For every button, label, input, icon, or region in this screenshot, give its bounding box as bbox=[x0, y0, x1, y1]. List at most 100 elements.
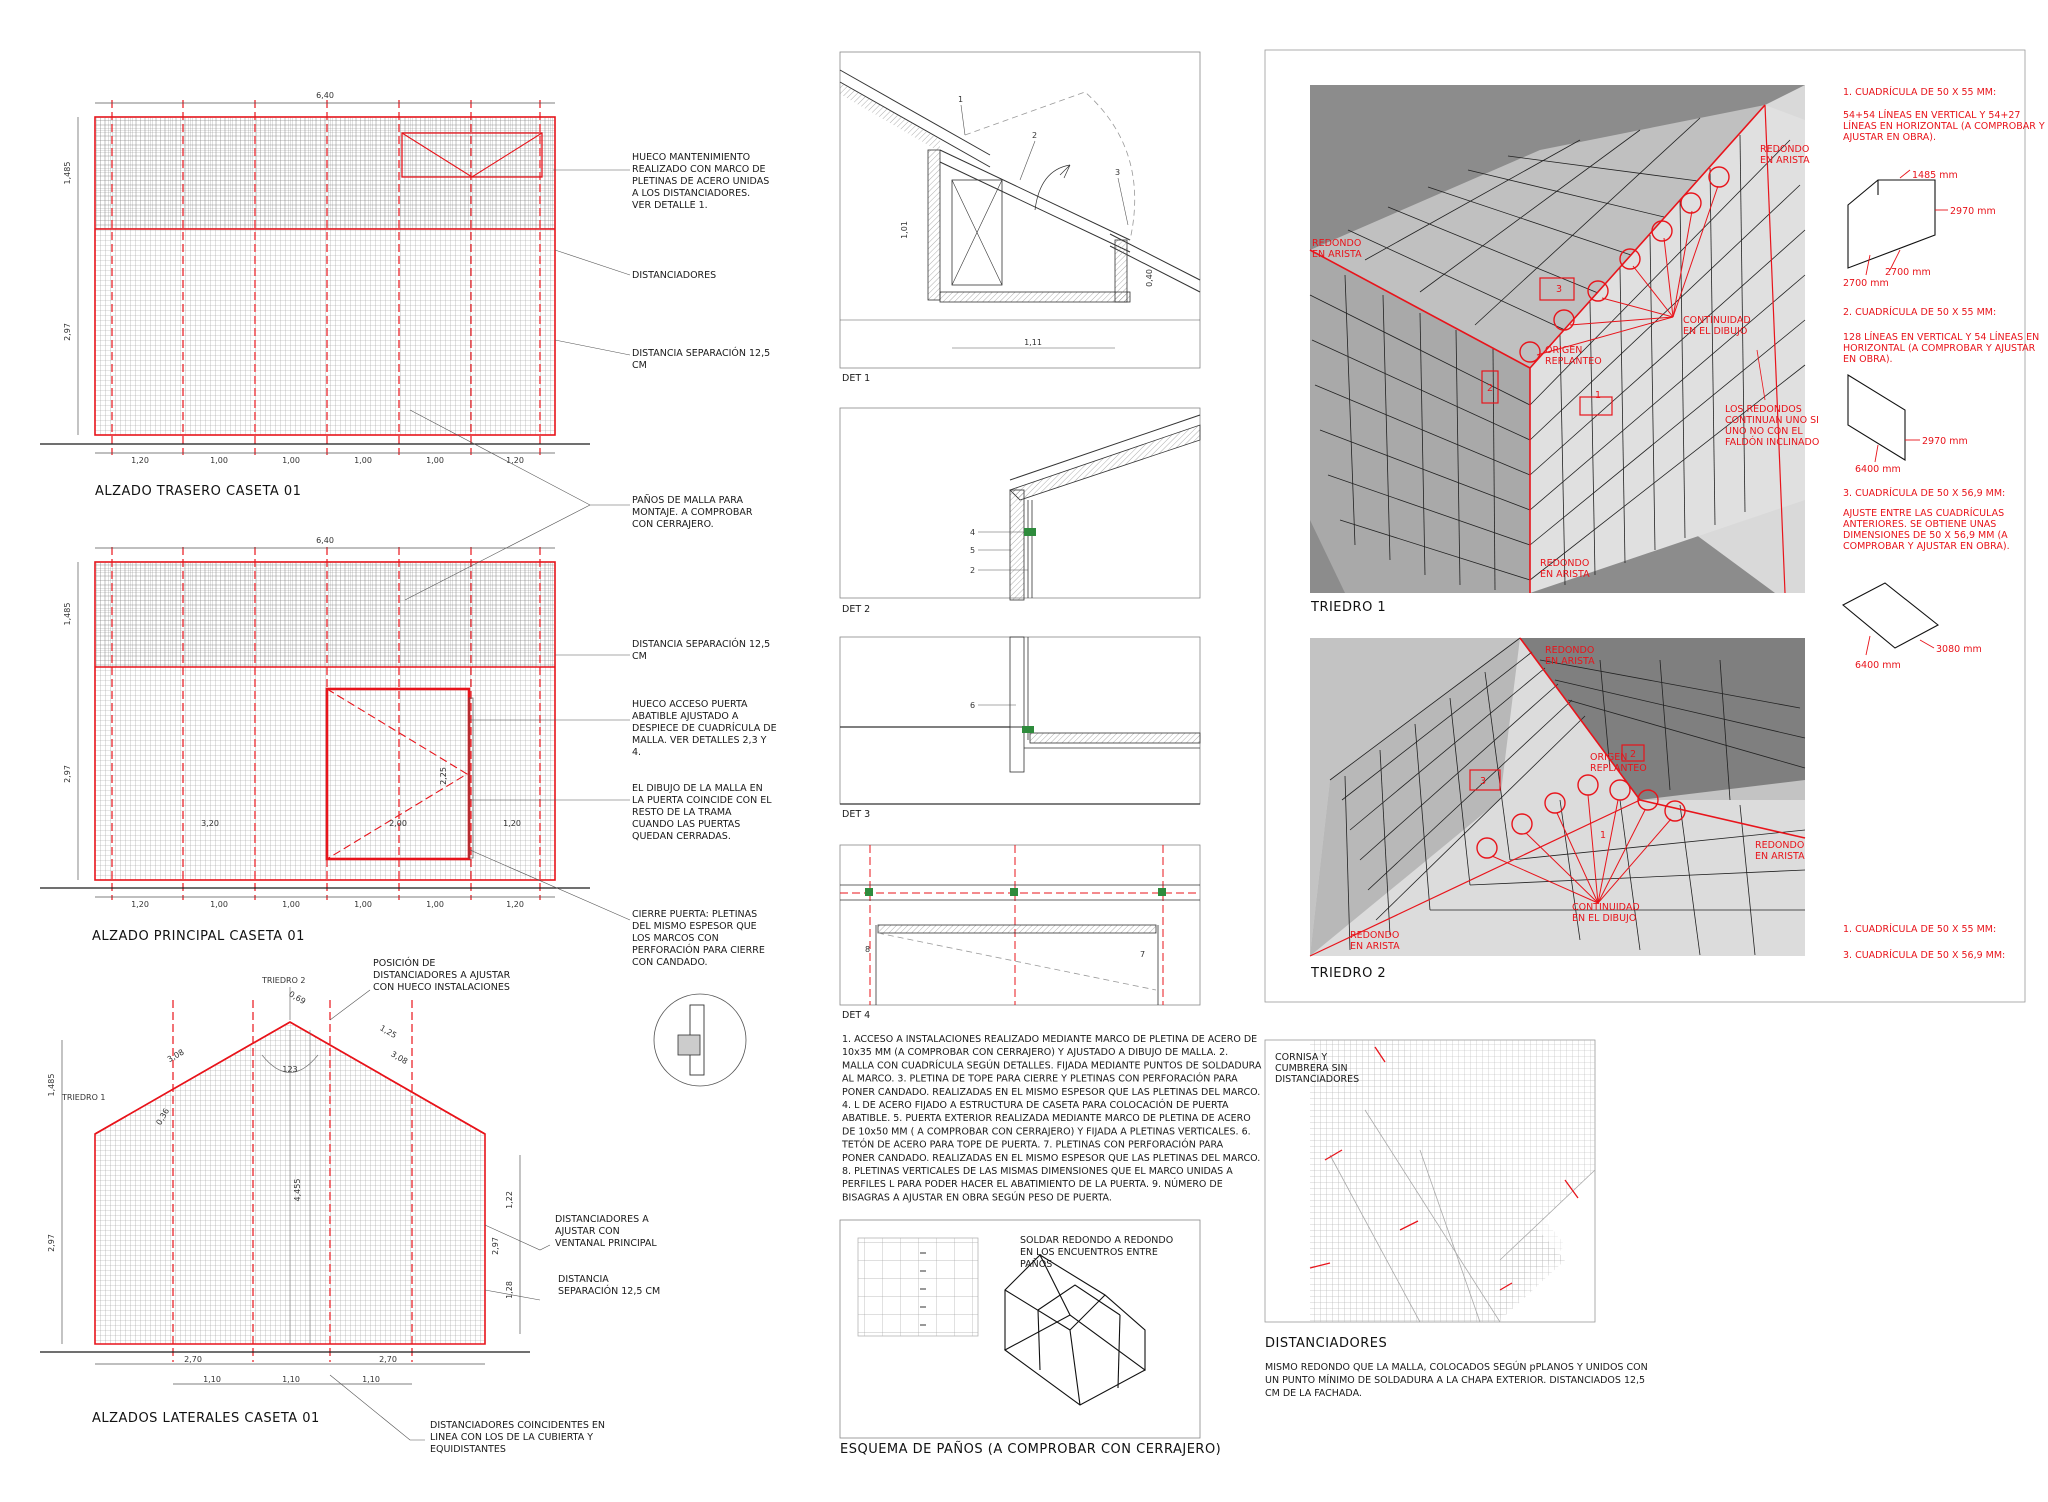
note-n6-1: HUECO ACCESO PUERTA bbox=[632, 699, 748, 710]
det3-callout-6: 6 bbox=[970, 701, 975, 710]
note-n1-1: HUECO MANTENIMIENTO bbox=[632, 152, 750, 163]
det1-label: DET 1 bbox=[842, 373, 870, 384]
lateral-bottom2-dim-2: 1,10 bbox=[282, 1375, 300, 1384]
det4-label: DET 4 bbox=[842, 1010, 870, 1021]
t1-n2: 2 bbox=[1487, 383, 1493, 394]
triedros-frame bbox=[1264, 49, 2026, 1003]
t2-n1: 1 bbox=[1600, 830, 1606, 841]
laterales-title: ALZADOS LATERALES CASETA 01 bbox=[92, 1411, 320, 1426]
c2-desc-1: 128 LÍNEAS EN VERTICAL Y 54 LÍNEAS EN bbox=[1843, 331, 2039, 343]
t2-n2: 2 bbox=[1630, 749, 1636, 760]
lateral-right-dim-3: 1,28 bbox=[505, 1281, 514, 1299]
c3-dim-1: 3080 mm bbox=[1936, 644, 1982, 655]
note-n8-4: PERFORACIÓN PARA CIERRE bbox=[632, 944, 765, 956]
legend-line-13: BISAGRAS A AJUSTAR EN OBRA SEGÚN PESO DE… bbox=[842, 1191, 1112, 1203]
c1-dim-4: 2700 mm bbox=[1843, 278, 1889, 289]
lateral-triedro1-tag: TRIEDRO 1 bbox=[61, 1093, 106, 1102]
det1-callout-1: 1 bbox=[958, 95, 963, 104]
trasero-hbottom-dim: 2,97 bbox=[63, 323, 72, 341]
trasero-title: ALZADO TRASERO CASETA 01 bbox=[95, 484, 301, 499]
t2-redondo-top-2: EN ARISTA bbox=[1545, 656, 1595, 667]
note-n7-3: RESTO DE LA TRAMA bbox=[632, 807, 732, 818]
c2-desc-3: EN OBRA). bbox=[1843, 354, 1893, 365]
note-n8-5: CON CANDADO. bbox=[632, 957, 708, 968]
lateral-bottom2-dim-1: 1,10 bbox=[203, 1375, 221, 1384]
t1-redondos-1: LOS REDONDOS bbox=[1725, 404, 1802, 415]
trasero-bottom-6: 1,20 bbox=[506, 456, 524, 465]
det1-width: 1,11 bbox=[1024, 338, 1042, 347]
lateral-bottom-dim-2: 2,70 bbox=[379, 1355, 397, 1364]
lateral-bottom2-dim-3: 1,10 bbox=[362, 1375, 380, 1384]
legend-line-11: 8. PLETINAS VERTICALES DE LAS MISMAS DIM… bbox=[842, 1166, 1233, 1177]
principal-door-w-dim: 2,00 bbox=[389, 819, 407, 828]
principal-htop-dim: 1,485 bbox=[63, 603, 72, 626]
c3-dim-2: 6400 mm bbox=[1855, 660, 1901, 671]
lateral-angle: 123 bbox=[282, 1065, 297, 1074]
trasero-width-dim: 6,40 bbox=[316, 91, 334, 100]
note-n4-3: CON CERRAJERO. bbox=[632, 519, 714, 530]
c3-desc-3: DIMENSIONES DE 50 X 56,9 MM (A bbox=[1843, 530, 2008, 541]
note-n1-5: VER DETALLE 1. bbox=[632, 200, 708, 211]
det2-callout-2: 2 bbox=[970, 566, 975, 575]
note-n2-1: DISTANCIADORES bbox=[632, 270, 716, 281]
c3-desc-2: ANTERIORES. SE OBTIENE UNAS bbox=[1843, 519, 1996, 530]
det1-height: 1,01 bbox=[900, 221, 909, 239]
lateral-triedro2-tag: TRIEDRO 2 bbox=[261, 976, 306, 985]
lateral-htop: 1,485 bbox=[47, 1074, 56, 1097]
t1-n3: 3 bbox=[1556, 284, 1562, 295]
note-n7-1: EL DIBUJO DE LA MALLA EN bbox=[632, 783, 763, 794]
note-n12-3: EQUIDISTANTES bbox=[430, 1444, 506, 1455]
c3-desc-4: COMPROBAR Y AJUSTAR EN OBRA). bbox=[1843, 541, 2010, 552]
note-n5-2: CM bbox=[632, 651, 647, 662]
legend-line-9: TETÓN DE ACERO PARA TOPE DE PUERTA. 7. P… bbox=[841, 1139, 1224, 1151]
detail-2: 4 5 2 DET 2 bbox=[839, 407, 1201, 615]
trasero-bottom-1: 1,20 bbox=[131, 456, 149, 465]
t1-redondos-3: UNO NO CON EL bbox=[1725, 426, 1803, 437]
esquema-note-1: SOLDAR REDONDO A REDONDO bbox=[1020, 1235, 1173, 1246]
note-n6-3: DESPIECE DE CUADRÍCULA DE bbox=[632, 722, 777, 734]
principal-right-dim: 1,20 bbox=[503, 819, 521, 828]
t2-continuidad-1: CONTINUIDAD bbox=[1572, 902, 1640, 913]
lateral-roof-right: 3,08 bbox=[389, 1049, 409, 1066]
note-n8-1: CIERRE PUERTA: PLETINAS bbox=[632, 909, 757, 920]
t1-redondo-bottom-1: REDONDO bbox=[1540, 558, 1589, 569]
t1-continuidad-2: EN EL DIBUJO bbox=[1683, 326, 1747, 337]
detail-1: 1,11 1,01 0,40 1 2 3 DET 1 bbox=[839, 51, 1201, 384]
details-legend: 1. ACCESO A INSTALACIONES REALIZADO MEDI… bbox=[841, 1034, 1262, 1203]
note-n9-1: POSICIÓN DE bbox=[373, 957, 435, 969]
lateral-hbottom: 2,97 bbox=[47, 1234, 56, 1252]
legend-line-4: AL MARCO. 3. PLETINA DE TOPE PARA CIERRE… bbox=[842, 1073, 1238, 1085]
note-n3-2: CM bbox=[632, 360, 647, 371]
note-n11-2: SEPARACIÓN 12,5 CM bbox=[558, 1285, 660, 1297]
principal-width-dim: 6,40 bbox=[316, 536, 334, 545]
note-n7-4: CUANDO LAS PUERTAS bbox=[632, 819, 740, 830]
t2-n3: 3 bbox=[1480, 776, 1486, 787]
t2-origen-2: REPLANTEO bbox=[1590, 763, 1647, 774]
t2-redondo-bottom-1: REDONDO bbox=[1350, 930, 1399, 941]
t1-continuidad-1: CONTINUIDAD bbox=[1683, 315, 1751, 326]
legend-line-6: 4. L DE ACERO FIJADO A ESTRUCTURA DE CAS… bbox=[842, 1099, 1229, 1111]
det4-callout-7: 7 bbox=[1140, 950, 1145, 959]
note-n10-1: DISTANCIADORES A bbox=[555, 1214, 649, 1225]
trasero-bottom-4: 1,00 bbox=[354, 456, 372, 465]
note-n1-4: A LOS DISTANCIADORES. bbox=[632, 188, 750, 199]
c2-dim-1: 2970 mm bbox=[1922, 436, 1968, 447]
c1-dim-1: 1485 mm bbox=[1912, 170, 1958, 181]
t1-n1: 1 bbox=[1595, 390, 1601, 401]
note-n1-2: REALIZADO CON MARCO DE bbox=[632, 164, 766, 175]
esquema-title: ESQUEMA DE PAÑOS (A COMPROBAR CON CERRAJ… bbox=[840, 1441, 1221, 1457]
dist-label-1: CORNISA Y bbox=[1275, 1052, 1327, 1063]
note-n1-3: PLETINAS DE ACERO UNIDAS bbox=[632, 176, 769, 187]
lateral-bottom-dim-1: 2,70 bbox=[184, 1355, 202, 1364]
c1-desc-2: LÍNEAS EN HORIZONTAL (A COMPROBAR Y bbox=[1843, 120, 2045, 132]
t1-redondo-bottom-2: EN ARISTA bbox=[1540, 569, 1590, 580]
t1-origen-1: ORIGEN bbox=[1545, 345, 1582, 356]
legend-line-7: ABATIBLE. 5. PUERTA EXTERIOR REALIZADA M… bbox=[842, 1113, 1251, 1124]
distanciadores-title: DISTANCIADORES bbox=[1265, 1336, 1387, 1351]
